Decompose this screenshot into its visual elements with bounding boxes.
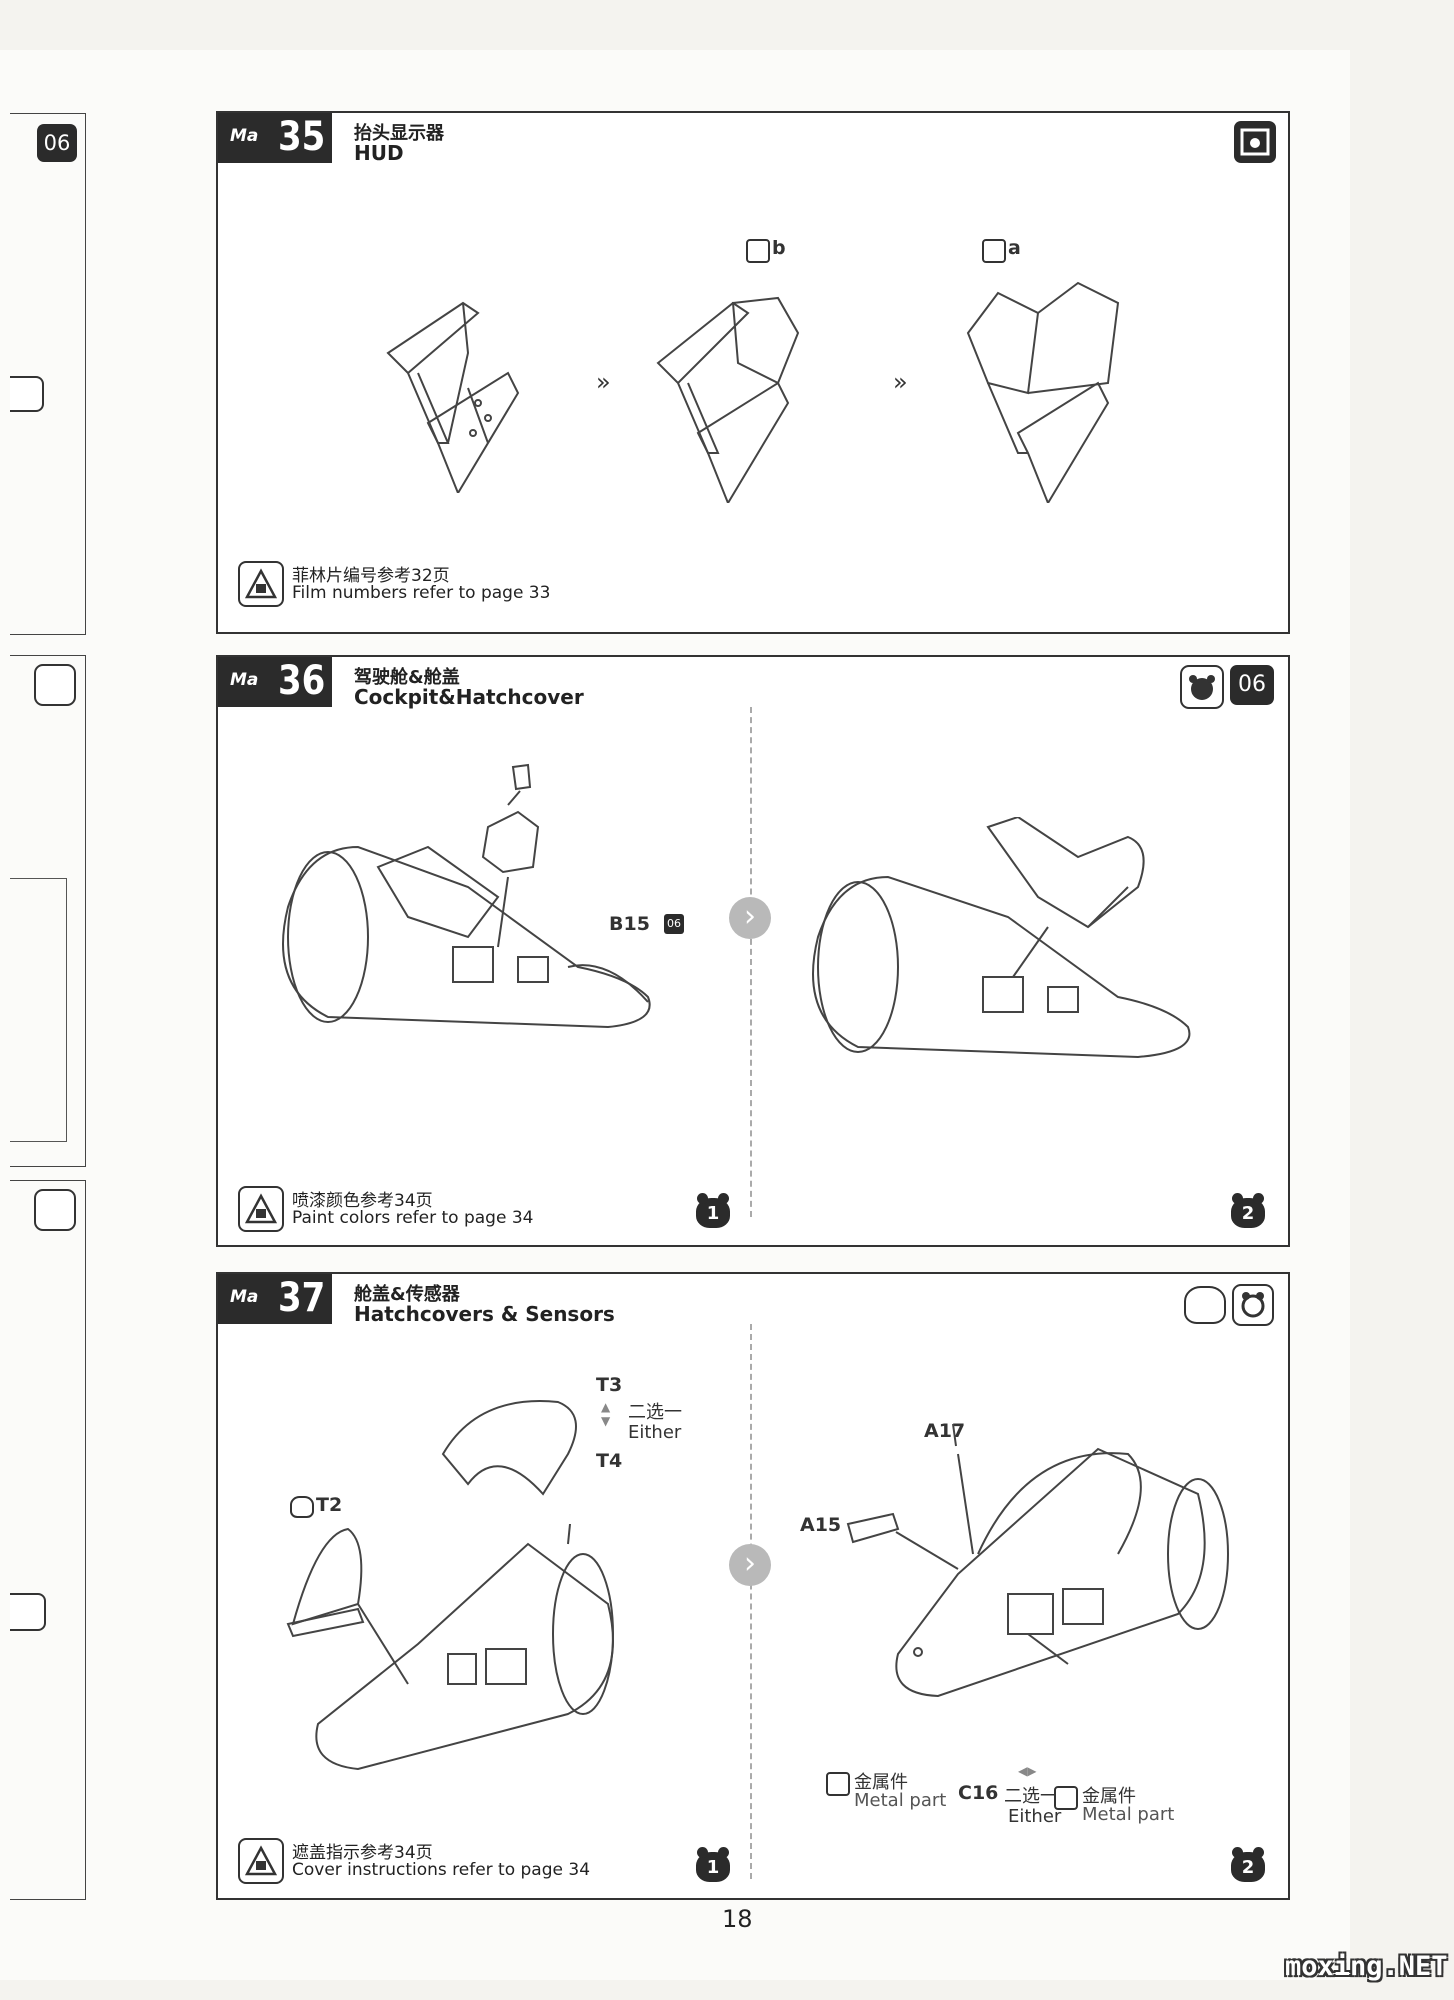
cover-note: 遮盖指示参考34页 Cover instructions refer to pa…: [238, 1836, 638, 1886]
substep-divider: [750, 707, 752, 1217]
either-arrows-icon: ▲▼: [601, 1400, 611, 1428]
left-page-frame: [10, 878, 67, 1142]
part-label-a15: A15: [800, 1514, 842, 1536]
canopy-frame-drawing: [986, 817, 1145, 978]
canopy-t3-t4-drawing: [441, 1400, 577, 1496]
paint-bottle-icon: [34, 664, 76, 706]
either-arrows-icon: ◀▶: [1018, 1764, 1037, 1778]
substep-2-badge: 2: [1231, 1847, 1265, 1882]
sequence-arrow: »: [893, 368, 908, 396]
step-title-en: Hatchcovers & Sensors: [354, 1302, 615, 1326]
paint-note: 喷漆颜色参考34页 Paint colors refer to page 34: [238, 1184, 638, 1234]
film-note: 菲林片编号参考32页 Film numbers refer to page 33: [238, 559, 638, 609]
hud-frame-with-film-a: [966, 281, 1120, 503]
warning-icon: [238, 1186, 284, 1232]
warning-icon: [238, 1838, 284, 1884]
either-cn: 二选一: [628, 1402, 682, 1423]
part-decal-badge: 06: [664, 914, 684, 934]
note-en: Cover instructions refer to page 34: [292, 1860, 591, 1880]
next-substep-arrow: ›: [729, 897, 771, 939]
step-number: 35: [278, 114, 326, 160]
metal-part-en: Metal part: [854, 1790, 947, 1811]
bear-icon: [10, 1593, 46, 1631]
note-en: Film numbers refer to page 33: [292, 583, 551, 603]
substep-divider: [750, 1324, 752, 1879]
step-title-cn: 舱盖&传感器: [354, 1284, 460, 1305]
warning-icon: [238, 561, 284, 607]
note-en: Paint colors refer to page 34: [292, 1208, 534, 1228]
left-page-strip: 06: [10, 113, 86, 635]
step-title-cn: 抬头显示器: [354, 123, 444, 144]
paint-bottle-icon: [34, 1189, 76, 1231]
page-number: 18: [722, 1905, 753, 1933]
step-number: 37: [278, 1275, 326, 1321]
front-fuselage-drawing: [315, 1524, 614, 1771]
next-substep-arrow: ›: [729, 1544, 771, 1586]
film-icon: [10, 376, 44, 412]
metal-part-icon: [1054, 1786, 1078, 1810]
part-label-t3: T3: [596, 1374, 623, 1396]
decal-sheet-badge: 06: [1230, 665, 1274, 705]
step-title-en: HUD: [354, 141, 404, 165]
step-title-cn: 驾驶舱&舱盖: [354, 667, 460, 688]
hud-frame-drawing: [386, 301, 520, 493]
step-number: 36: [278, 658, 326, 704]
part-label-t4: T4: [596, 1450, 623, 1472]
note-cn: 喷漆颜色参考34页: [292, 1191, 433, 1211]
step-title-en: Cockpit&Hatchcover: [354, 685, 584, 709]
bear-outline-icon: [290, 1496, 314, 1518]
cockpit-fuselage-with-canopy-drawing: [812, 875, 1191, 1059]
substep-1-badge: 1: [696, 1847, 730, 1882]
note-cn: 遮盖指示参考34页: [292, 1843, 433, 1863]
part-label-c16: C16: [958, 1782, 999, 1804]
brand-logo: Ma: [230, 1287, 259, 1307]
metal-part-icon: [1232, 1284, 1274, 1326]
brand-logo: Ma: [230, 670, 259, 690]
film-icon: [982, 239, 1006, 263]
either-en: Either: [628, 1422, 682, 1443]
watermark: moxing.NET: [1285, 1951, 1448, 1982]
canopy-t2-drawing: [286, 1527, 365, 1638]
left-page-strip: [10, 1180, 86, 1900]
film-label-b: b: [772, 237, 786, 259]
brand-logo: Ma: [230, 126, 259, 146]
film-label-a: a: [1008, 237, 1021, 259]
note-cn: 菲林片编号参考32页: [292, 566, 450, 586]
part-label-t2: T2: [316, 1494, 343, 1516]
substep-1-badge: 1: [696, 1193, 730, 1228]
metal-part-cn: 金属件: [854, 1772, 908, 1793]
step-number-badge: Ma 36: [218, 657, 332, 707]
metal-part-icon: [826, 1772, 850, 1796]
either-en: Either: [1008, 1806, 1062, 1827]
step-36-panel: Ma 36 驾驶舱&舱盖 Cockpit&Hatchcover 06 › B15…: [216, 655, 1290, 1247]
either-cn: 二选一: [1004, 1786, 1058, 1807]
bear-outline-icon: [1184, 1286, 1226, 1324]
film-icon: [1234, 121, 1276, 163]
bear-paint-icon: [1180, 665, 1224, 709]
substep-2-badge: 2: [1231, 1193, 1265, 1228]
nose-fuselage-sensors-drawing: [846, 1424, 1229, 1698]
step-number-badge: Ma 35: [218, 113, 332, 163]
step-number-badge: Ma 37: [218, 1274, 332, 1324]
metal-part-en: Metal part: [1082, 1804, 1175, 1825]
seat-assembly-arrow: [481, 763, 540, 948]
film-icon: [746, 239, 770, 263]
left-page-strip: [10, 655, 86, 1167]
hud-frame-with-film-b: [656, 296, 800, 503]
metal-part-cn: 金属件: [1082, 1786, 1136, 1807]
step-37-panel: Ma 37 舱盖&传感器 Hatchcovers & Sensors › T3 …: [216, 1272, 1290, 1900]
sequence-arrow: »: [596, 368, 611, 396]
cockpit-fuselage-drawing: [282, 845, 651, 1029]
step-35-panel: Ma 35 抬头显示器 HUD » b » a 菲林片编号参考32页 Film …: [216, 111, 1290, 634]
part-label-b15: B15: [609, 913, 650, 935]
side-badge: 06: [37, 124, 77, 162]
